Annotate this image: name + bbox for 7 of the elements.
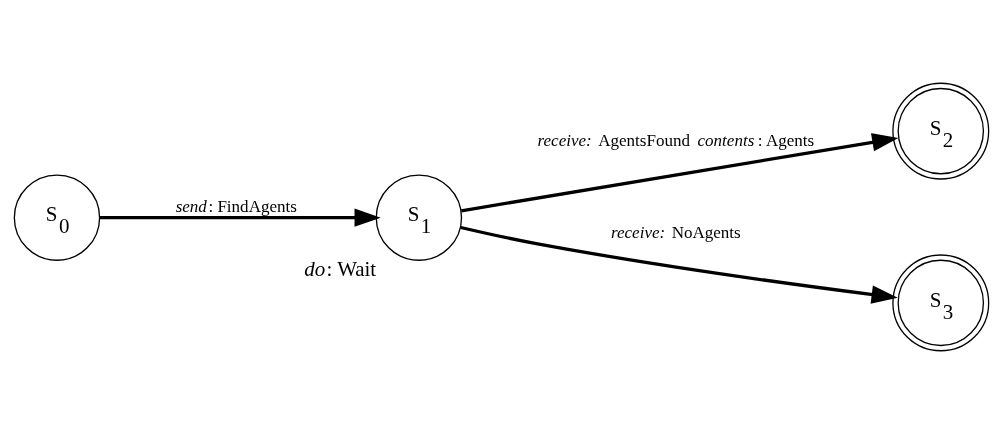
edge-label: receive: NoAgents — [611, 222, 741, 242]
node-label: do: Wait — [304, 256, 377, 281]
arrow — [461, 132, 899, 212]
arrow — [460, 225, 898, 304]
arrow — [99, 207, 381, 227]
edge-label: receive: AgentsFound contents: Agents — [537, 130, 815, 150]
edge-label: send: FindAgents — [175, 196, 297, 216]
